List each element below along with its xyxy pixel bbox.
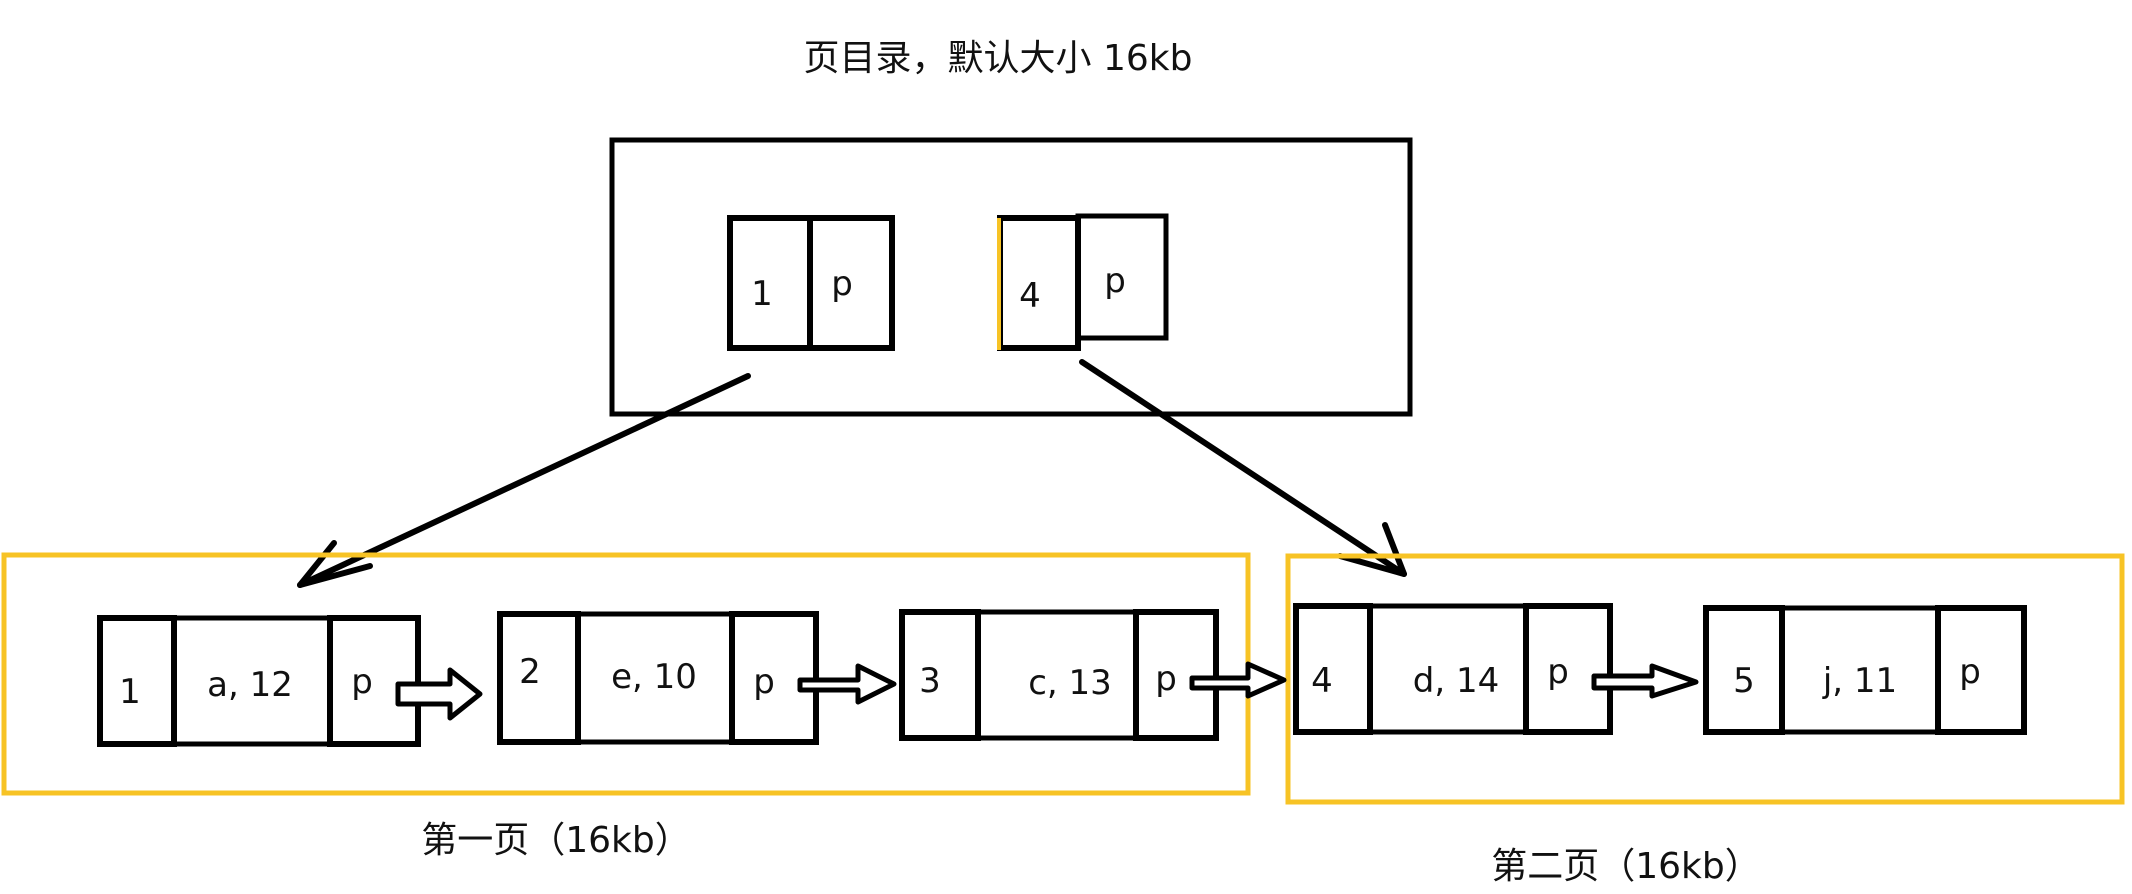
page-border bbox=[1285, 553, 2125, 805]
record-data: d, 14 bbox=[1413, 661, 1499, 701]
record-id: 4 bbox=[1311, 661, 1333, 701]
directory-entry: 1 p bbox=[727, 215, 895, 351]
record-pointer: p bbox=[1155, 659, 1177, 699]
record: 5 j, 11 p bbox=[1703, 605, 2027, 735]
entry-pointer: p bbox=[831, 264, 853, 304]
record-data: a, 12 bbox=[207, 665, 293, 705]
page-caption: 第一页（16kb） bbox=[421, 820, 691, 861]
record: 3 c, 13 p bbox=[899, 609, 1219, 741]
record: 2 e, 10 p bbox=[497, 611, 819, 745]
record-pointer: p bbox=[1959, 652, 1981, 692]
record-pointer: p bbox=[753, 662, 775, 702]
page-caption: 第二页（16kb） bbox=[1491, 846, 1761, 887]
link-arrow bbox=[1189, 661, 1287, 699]
link-arrow bbox=[1591, 663, 1699, 699]
entry-ptr-cell bbox=[1075, 213, 1169, 341]
page-directory: 1 p 4 p bbox=[609, 137, 1413, 417]
record-id: 2 bbox=[519, 652, 541, 692]
directory-arrow bbox=[1079, 359, 1407, 577]
record: 4 d, 14 p bbox=[1293, 603, 1613, 735]
record-pointer: p bbox=[351, 662, 373, 702]
record: 1 a, 12 p bbox=[97, 615, 421, 747]
entry-ptr-cell bbox=[807, 215, 895, 351]
record-ptr-cell bbox=[1133, 609, 1219, 741]
link-arrow bbox=[797, 663, 897, 705]
entry-key: 1 bbox=[751, 274, 773, 314]
directory-entry: 4 p bbox=[997, 213, 1169, 351]
link-arrow bbox=[395, 667, 483, 721]
entry-pointer: p bbox=[1104, 261, 1126, 301]
record-ptr-cell bbox=[327, 615, 421, 747]
record-id: 1 bbox=[119, 672, 141, 712]
directory-box bbox=[609, 137, 1413, 417]
record-data: c, 13 bbox=[1028, 663, 1112, 703]
record-ptr-cell bbox=[1935, 605, 2027, 735]
entry-key: 4 bbox=[1019, 276, 1041, 316]
data-page: 4 d, 14 p 5 j, 11 p 第二页（16kb） bbox=[1285, 553, 2125, 887]
record-pointer: p bbox=[1547, 652, 1569, 692]
data-page: 1 a, 12 p 2 e, 10 p 3 c, 13 p 第一页（16kb） bbox=[1, 552, 1251, 861]
record-ptr-cell bbox=[1523, 603, 1613, 735]
record-id: 3 bbox=[919, 661, 941, 701]
record-id: 5 bbox=[1733, 661, 1755, 701]
record-data: e, 10 bbox=[611, 657, 697, 697]
directory-title: 页目录，默认大小 16kb bbox=[804, 38, 1193, 79]
record-data: j, 11 bbox=[1822, 661, 1897, 701]
record-id-cell bbox=[1293, 603, 1373, 735]
